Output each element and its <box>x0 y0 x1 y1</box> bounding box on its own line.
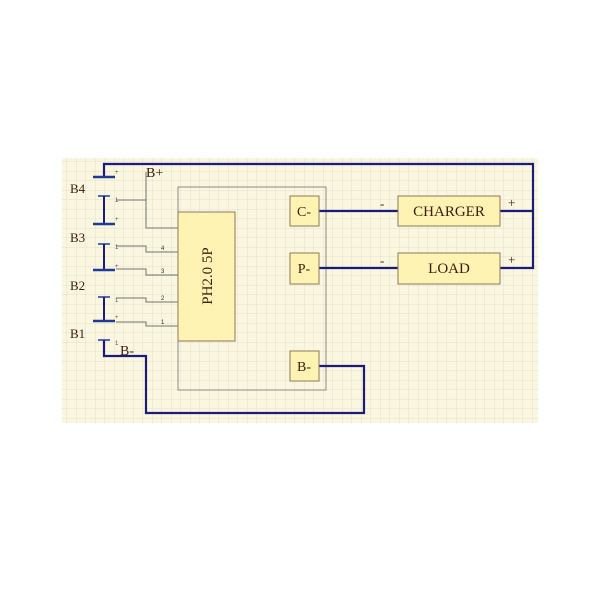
bminus-label: B- <box>120 344 134 359</box>
bplus-wire <box>102 162 535 270</box>
b1-plus-mark: + <box>115 315 119 321</box>
battery-cell-b4 <box>93 175 115 224</box>
b2-minus-mark: 1 <box>115 298 119 304</box>
connector-block <box>177 211 236 342</box>
b4-minus-mark: 1 <box>115 198 119 204</box>
bminus-wire <box>102 340 366 415</box>
battery-cell-b2 <box>93 268 115 321</box>
b3-minus-mark: 1 <box>115 245 119 251</box>
b2-plus-mark: + <box>115 264 119 270</box>
battery-cell-b3 <box>93 222 115 270</box>
charger-device: CHARGER <box>397 195 501 227</box>
cell-label-b3: B3 <box>70 230 85 245</box>
cell-polarity-marks: + 1 + 1 + 1 + 1 <box>115 170 119 347</box>
battery-string <box>93 175 115 341</box>
terminal-cminus: C- <box>289 195 320 227</box>
pin-number-2: 2 <box>161 296 165 302</box>
power-wires <box>102 162 535 415</box>
charger-label: CHARGER <box>413 204 485 220</box>
balance-wires <box>116 172 178 327</box>
cell-label-b4: B4 <box>70 181 86 196</box>
pin-number-4: 4 <box>161 246 165 252</box>
terminal-pminus: P- <box>289 252 320 285</box>
bplus-label: B+ <box>146 166 163 181</box>
cell-label-b1: B1 <box>70 326 85 341</box>
charger-minus-sign: - <box>380 196 384 211</box>
connector-label: PH2.0 5P <box>200 247 216 305</box>
b3-plus-mark: + <box>115 217 119 223</box>
load-label: LOAD <box>428 261 470 277</box>
terminal-cminus-label: C- <box>297 205 311 220</box>
pin-number-3: 3 <box>161 269 165 275</box>
b1-minus-mark: 1 <box>115 341 119 347</box>
terminal-pminus-label: P- <box>298 262 311 277</box>
load-minus-sign: - <box>380 253 384 268</box>
load-plus-sign: + <box>508 252 515 267</box>
b4-plus-mark: + <box>115 170 119 176</box>
pin-number-1: 1 <box>161 320 165 326</box>
load-device: LOAD <box>397 252 501 285</box>
charger-plus-sign: + <box>508 195 515 210</box>
battery-cell-b1 <box>93 319 115 341</box>
cell-label-b2: B2 <box>70 278 85 293</box>
terminal-bminus-label: B- <box>297 360 311 375</box>
terminal-bminus: B- <box>289 350 320 382</box>
